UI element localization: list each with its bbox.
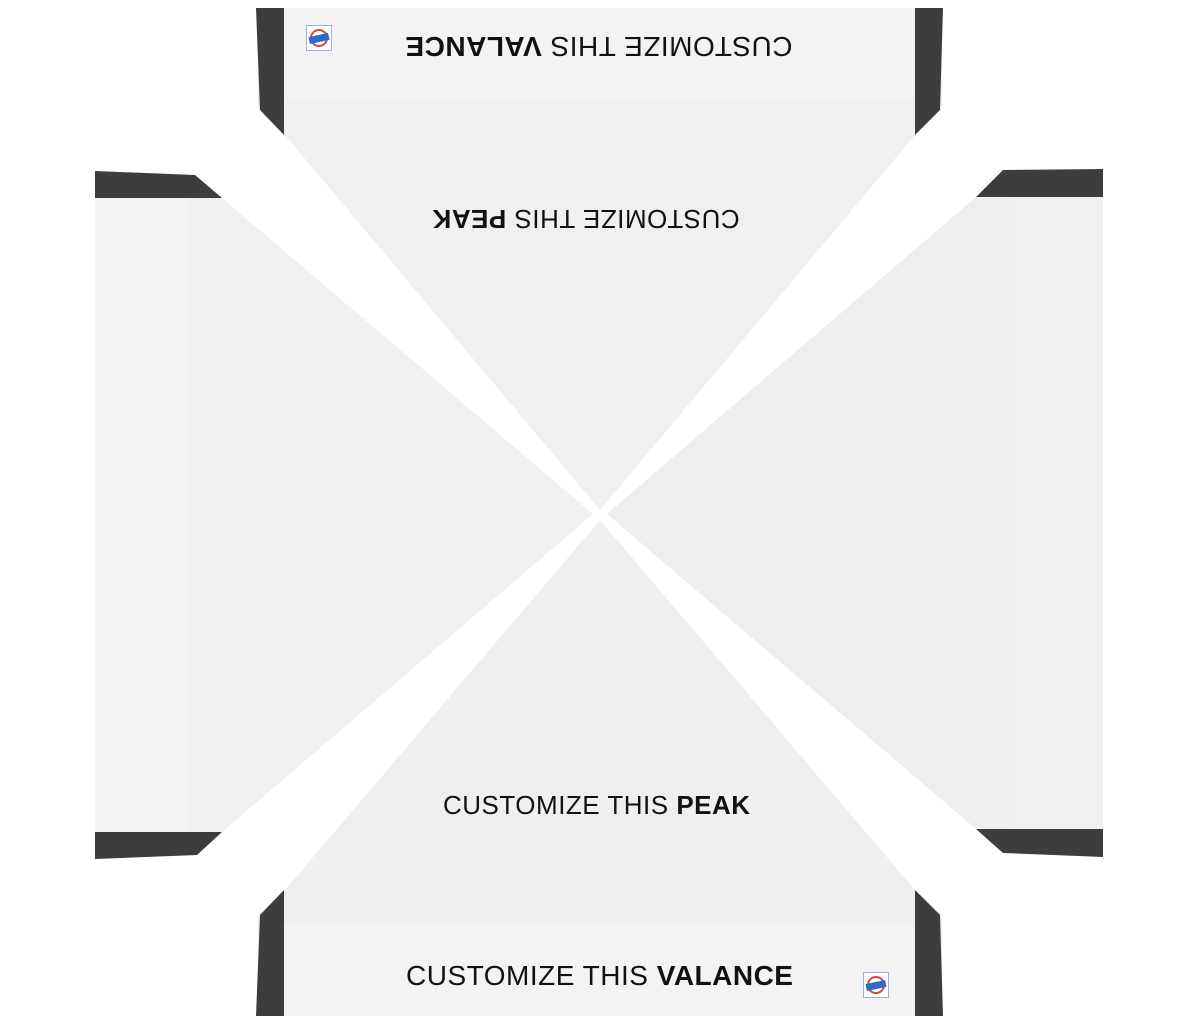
right-top-trim xyxy=(976,169,1103,197)
left-top-trim xyxy=(95,171,222,198)
left-bottom-trim xyxy=(95,832,222,859)
bottom-panel xyxy=(258,520,942,1016)
bottom-right-trim xyxy=(915,890,943,1016)
top-peak-label-prefix: CUSTOMIZE THIS xyxy=(506,204,740,234)
top-panel xyxy=(258,8,942,510)
brand-logo-icon xyxy=(863,972,889,998)
top-left-trim xyxy=(256,8,284,135)
top-valance-label-prefix: CUSTOMIZE THIS xyxy=(541,31,793,62)
bottom-valance-label: CUSTOMIZE THIS VALANCE xyxy=(406,960,793,992)
right-panel xyxy=(607,197,1103,829)
top-valance-strip xyxy=(283,8,915,100)
bottom-peak-label-prefix: CUSTOMIZE THIS xyxy=(443,790,677,820)
bottom-valance-label-prefix: CUSTOMIZE THIS xyxy=(406,960,657,991)
left-valance-strip xyxy=(95,198,187,832)
left-panel xyxy=(95,198,593,832)
brand-logo-icon xyxy=(306,25,332,51)
top-peak-label: CUSTOMIZE THIS PEAK xyxy=(432,203,740,234)
top-valance-label-emphasis: VALANCE xyxy=(405,31,542,62)
top-peak-label-emphasis: PEAK xyxy=(432,204,507,234)
bottom-left-trim xyxy=(256,890,284,1016)
bottom-valance-strip xyxy=(283,925,915,1016)
top-valance-label: CUSTOMIZE THIS VALANCE xyxy=(405,30,792,62)
bottom-peak-label: CUSTOMIZE THIS PEAK xyxy=(443,790,751,821)
right-bottom-trim xyxy=(976,829,1103,857)
bottom-peak-label-emphasis: PEAK xyxy=(676,790,751,820)
bottom-valance-label-emphasis: VALANCE xyxy=(656,960,794,991)
right-valance-strip xyxy=(1010,197,1103,829)
top-right-trim xyxy=(915,8,943,135)
